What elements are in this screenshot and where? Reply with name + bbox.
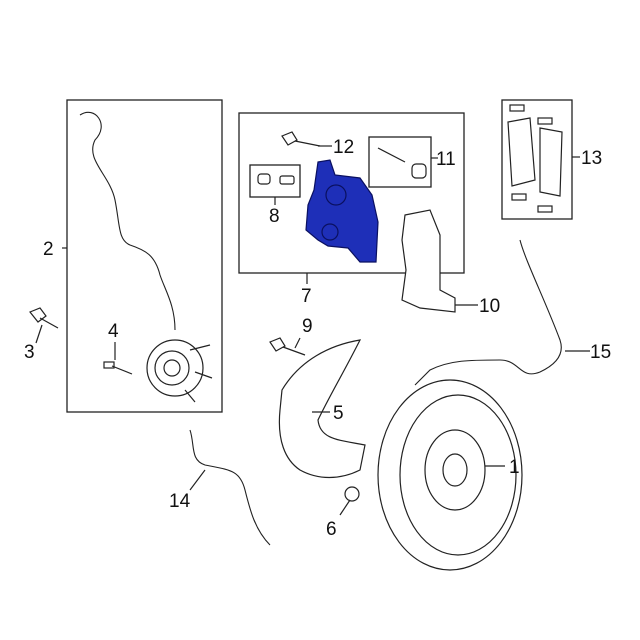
callout-5: 5 <box>333 403 344 424</box>
guide-pins <box>377 147 427 179</box>
abs-sensor-wire <box>79 111 176 331</box>
group-box-2 <box>66 99 223 413</box>
callout-12: 12 <box>333 137 354 158</box>
bracket-bolt <box>269 337 306 356</box>
wheel-stud <box>103 361 133 375</box>
wear-sensor-wire <box>414 239 562 386</box>
group-box-13 <box>501 99 573 220</box>
wheel-hub <box>146 339 213 403</box>
bleeder-screw <box>257 173 295 185</box>
callout-9: 9 <box>302 316 313 337</box>
callout-8: 8 <box>269 206 280 227</box>
brake-caliper <box>305 159 379 263</box>
callout-10: 10 <box>479 296 500 317</box>
callout-3: 3 <box>24 342 35 363</box>
brake-hose <box>189 429 271 546</box>
callout-11: 11 <box>436 149 456 170</box>
caliper-bolt <box>281 131 321 147</box>
callout-7: 7 <box>301 286 312 307</box>
brake-pads <box>507 104 563 213</box>
leader-lines <box>35 145 590 516</box>
splash-shield <box>278 339 366 479</box>
caliper-bracket <box>401 209 456 313</box>
callout-14: 14 <box>169 491 191 512</box>
group-box-11 <box>368 136 432 188</box>
group-box-7 <box>238 112 465 274</box>
callout-2: 2 <box>43 239 54 260</box>
callout-1: 1 <box>509 457 520 478</box>
callout-4: 4 <box>108 321 119 342</box>
shield-bolt <box>344 486 360 502</box>
callout-6: 6 <box>326 519 337 540</box>
callout-13: 13 <box>581 148 602 169</box>
hub-bolt <box>29 307 59 329</box>
callout-15: 15 <box>590 342 611 363</box>
brake-rotor <box>377 379 523 571</box>
